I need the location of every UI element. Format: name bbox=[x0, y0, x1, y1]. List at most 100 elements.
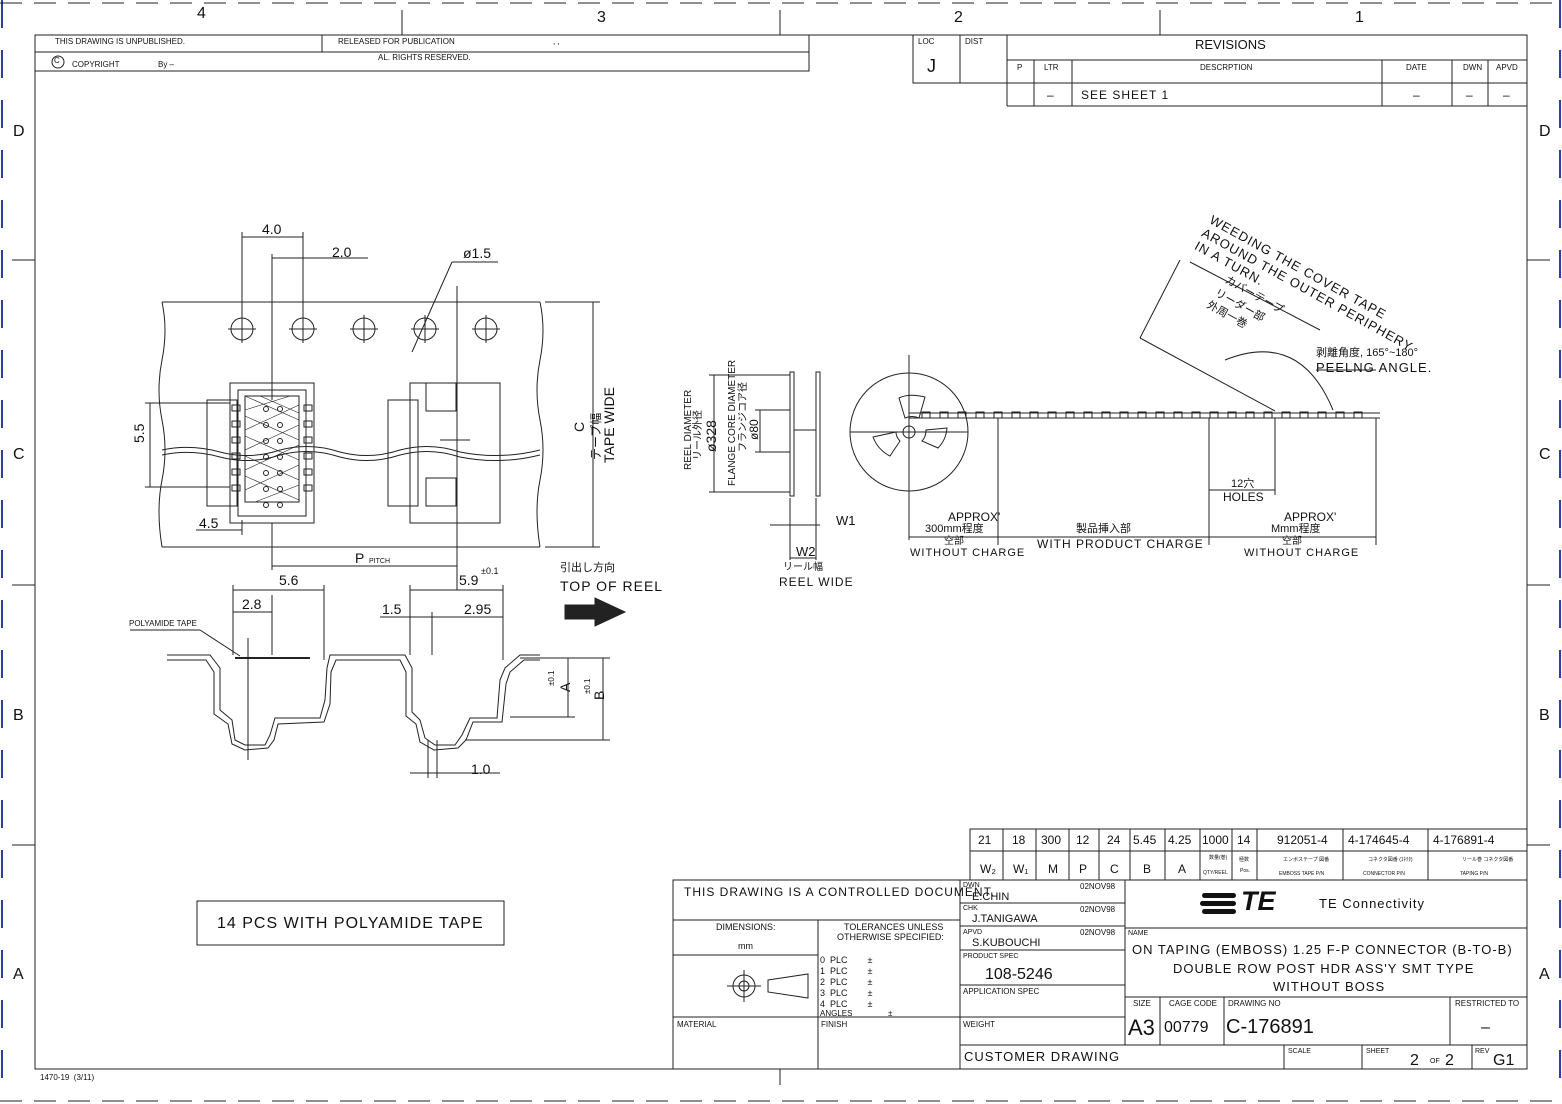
param-emboss-header: EMBOSS TAPE P/N bbox=[1279, 871, 1325, 877]
approx-1-value: 300mm程度 bbox=[925, 523, 984, 535]
dim-5-5: 5.5 bbox=[131, 423, 147, 443]
zone-row-b-right: B bbox=[1539, 707, 1550, 724]
param-w1-value: 18 bbox=[1012, 833, 1026, 847]
dim-5-9: 5.9 bbox=[459, 572, 479, 588]
pcs-note: 14 PCS WITH POLYAMIDE TAPE bbox=[217, 915, 484, 932]
polyamide-tape-label: POLYAMIDE TAPE bbox=[129, 619, 197, 628]
name-label: NAME bbox=[1128, 930, 1149, 937]
dwn-name: E.CHIN bbox=[972, 891, 1010, 903]
weight-label: WEIGHT bbox=[963, 1020, 995, 1029]
reel-direction-jp: 引出し方向 bbox=[560, 562, 615, 574]
dwn-date: 02NOV98 bbox=[1080, 882, 1116, 891]
dwn-label: DWN bbox=[963, 882, 980, 889]
param-emboss-jp: エンボステープ 図番 bbox=[1283, 857, 1330, 863]
sheet-total: 2 bbox=[1445, 1052, 1454, 1069]
dim-sprocket-pitch: 4.0 bbox=[262, 221, 282, 237]
dim-tape-width-c: C bbox=[571, 421, 587, 432]
zone-col-2: 2 bbox=[954, 9, 963, 26]
product-spec-label: PRODUCT SPEC bbox=[963, 953, 1019, 960]
dim-5-6: 5.6 bbox=[279, 572, 299, 588]
peel-angle-label: PEELNG ANGLE. bbox=[1316, 360, 1433, 375]
rights-note: AL. RIGHTS RESERVED. bbox=[378, 53, 471, 62]
loc-label: LOC bbox=[918, 37, 935, 46]
cage-code-label: CAGE CODE bbox=[1169, 999, 1218, 1008]
dim-hole-diameter: ø1.5 bbox=[463, 245, 492, 261]
plc-angles: ANGLES ± bbox=[820, 1009, 893, 1018]
dimensions-unit: mm bbox=[738, 941, 753, 951]
holes-label: HOLES bbox=[1223, 490, 1264, 504]
loc-value: J bbox=[927, 56, 936, 76]
approx-2-value: Mmm程度 bbox=[1271, 523, 1321, 535]
param-pos-jp: 極数 bbox=[1239, 857, 1250, 863]
drawing-no-value: C-176891 bbox=[1226, 1016, 1314, 1038]
plc-1: 1 PLC ± bbox=[820, 966, 873, 976]
param-taping-header: TAPING P/N bbox=[1460, 871, 1488, 877]
drawing-no-label: DRAWING NO bbox=[1228, 999, 1281, 1008]
peel-angle-jp: 剥離角度, 165°~180° bbox=[1316, 347, 1419, 359]
zone-col-1: 1 bbox=[1355, 9, 1364, 26]
flange-core-value: ø80 bbox=[747, 419, 761, 440]
dim-b: B bbox=[591, 690, 607, 700]
rev-dwn: – bbox=[1466, 88, 1473, 102]
param-connector-jp: コネクタ図番 (ｺﾈｸﾀ) bbox=[1368, 857, 1413, 863]
param-qty-value: 1000 bbox=[1202, 833, 1229, 847]
reel-diameter-value: ø328 bbox=[703, 420, 719, 452]
sheet-number: 2 bbox=[1410, 1052, 1419, 1069]
drawing-name-line-3: WITHOUT BOSS bbox=[1273, 979, 1386, 994]
pitch-p: P bbox=[355, 550, 365, 566]
dim-w2: W2 bbox=[796, 544, 816, 559]
rev-header-date: DATE bbox=[1406, 63, 1427, 72]
scale-label: SCALE bbox=[1288, 1048, 1311, 1055]
param-pos-header: Pos. bbox=[1240, 868, 1251, 874]
apvd-label: APVD bbox=[963, 929, 983, 936]
dim-5-9-tol: ±0.1 bbox=[481, 566, 499, 576]
rev-date: – bbox=[1413, 88, 1420, 102]
zone-row-a-right: A bbox=[1539, 966, 1550, 983]
te-logo: TE bbox=[1241, 886, 1276, 916]
param-w1-header: W₁ bbox=[1013, 862, 1029, 876]
dim-hole-offset: 2.0 bbox=[332, 244, 352, 260]
plc-4: 4 PLC ± bbox=[820, 999, 873, 1009]
param-connector-header: CONNECTOR P/N bbox=[1363, 871, 1405, 877]
dim-b-tol: ±0.1 bbox=[583, 678, 592, 694]
param-m-value: 300 bbox=[1041, 833, 1062, 847]
approx-1: APPROX' bbox=[948, 510, 1001, 524]
zone-col-4: 4 bbox=[197, 5, 206, 22]
apvd-name: S.KUBOUCHI bbox=[972, 937, 1041, 949]
param-c-value: 24 bbox=[1107, 833, 1121, 847]
rev-apvd: – bbox=[1503, 88, 1510, 102]
flange-core-jp: フランジコア径 bbox=[738, 382, 749, 452]
controlled-document-note: THIS DRAWING IS A CONTROLLED DOCUMENT. bbox=[684, 885, 995, 899]
customer-drawing-label: CUSTOMER DRAWING bbox=[964, 1049, 1121, 1064]
te-logo-mark bbox=[1200, 893, 1236, 914]
dim-a-tol: ±0.1 bbox=[547, 670, 556, 686]
size-label: SIZE bbox=[1133, 999, 1151, 1008]
form-number: 1470-19 (3/11) bbox=[40, 1073, 95, 1082]
copyright-label: COPYRIGHT bbox=[72, 60, 120, 69]
restricted-label: RESTRICTED TO bbox=[1455, 999, 1520, 1008]
drawing-name-line-2: DOUBLE ROW POST HDR ASS'Y SMT TYPE bbox=[1173, 961, 1475, 976]
param-pos-value: 14 bbox=[1237, 833, 1251, 847]
sheet-label: SHEET bbox=[1366, 1048, 1390, 1055]
dist-label: DIST bbox=[965, 37, 984, 46]
param-b-header: B bbox=[1143, 862, 1152, 876]
dim-2-8: 2.8 bbox=[242, 596, 262, 612]
drawing-name-line-1: ON TAPING (EMBOSS) 1.25 F-P CONNECTOR (B… bbox=[1132, 942, 1513, 957]
without-charge-2: WITHOUT CHARGE bbox=[1244, 547, 1360, 559]
released-note: RELEASED FOR PUBLICATION bbox=[338, 37, 455, 46]
rev-header-description: DESCRPTION bbox=[1200, 63, 1253, 72]
approx-2: APPROX' bbox=[1284, 510, 1337, 524]
dim-1-5: 1.5 bbox=[382, 601, 402, 617]
zone-row-d-left: D bbox=[13, 123, 25, 140]
rev-description: SEE SHEET 1 bbox=[1081, 88, 1170, 102]
zone-row-a-left: A bbox=[13, 966, 24, 983]
reel-wide-jp: リール幅 bbox=[783, 562, 823, 573]
rev-value: G1 bbox=[1493, 1052, 1515, 1069]
released-marks: , , bbox=[553, 37, 560, 46]
param-c-header: C bbox=[1110, 862, 1119, 876]
param-w2-header: W₂ bbox=[980, 862, 996, 876]
param-p-value: 12 bbox=[1076, 833, 1090, 847]
material-label: MATERIAL bbox=[677, 1020, 717, 1029]
dim-w1: W1 bbox=[836, 513, 856, 528]
